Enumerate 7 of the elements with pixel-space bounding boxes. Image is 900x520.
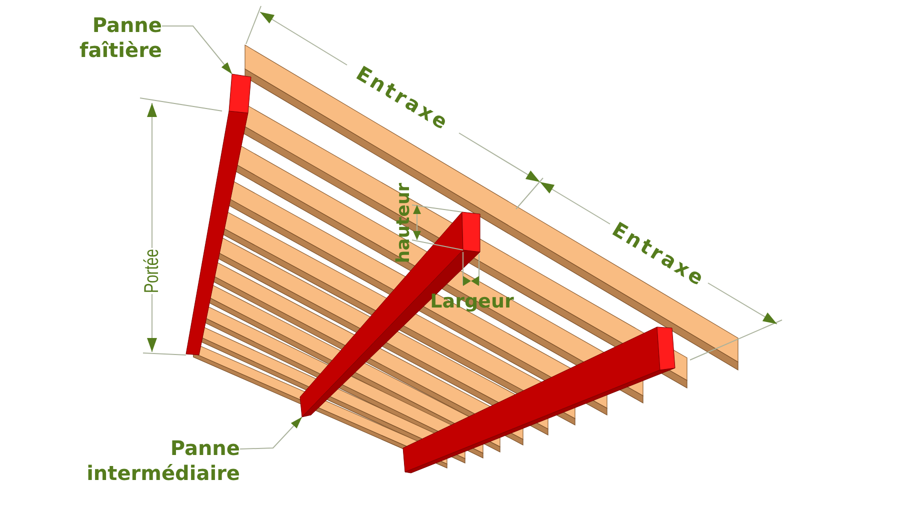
leader-line — [240, 416, 302, 450]
dimension-label: Portée — [142, 248, 162, 294]
dimension-label: hauteur — [395, 182, 413, 264]
leader-line — [162, 26, 232, 74]
callout-label: Panne intermédiaire — [76, 436, 240, 486]
callout-label: Panne faîtière — [74, 13, 162, 63]
purlin-beam — [186, 74, 251, 355]
